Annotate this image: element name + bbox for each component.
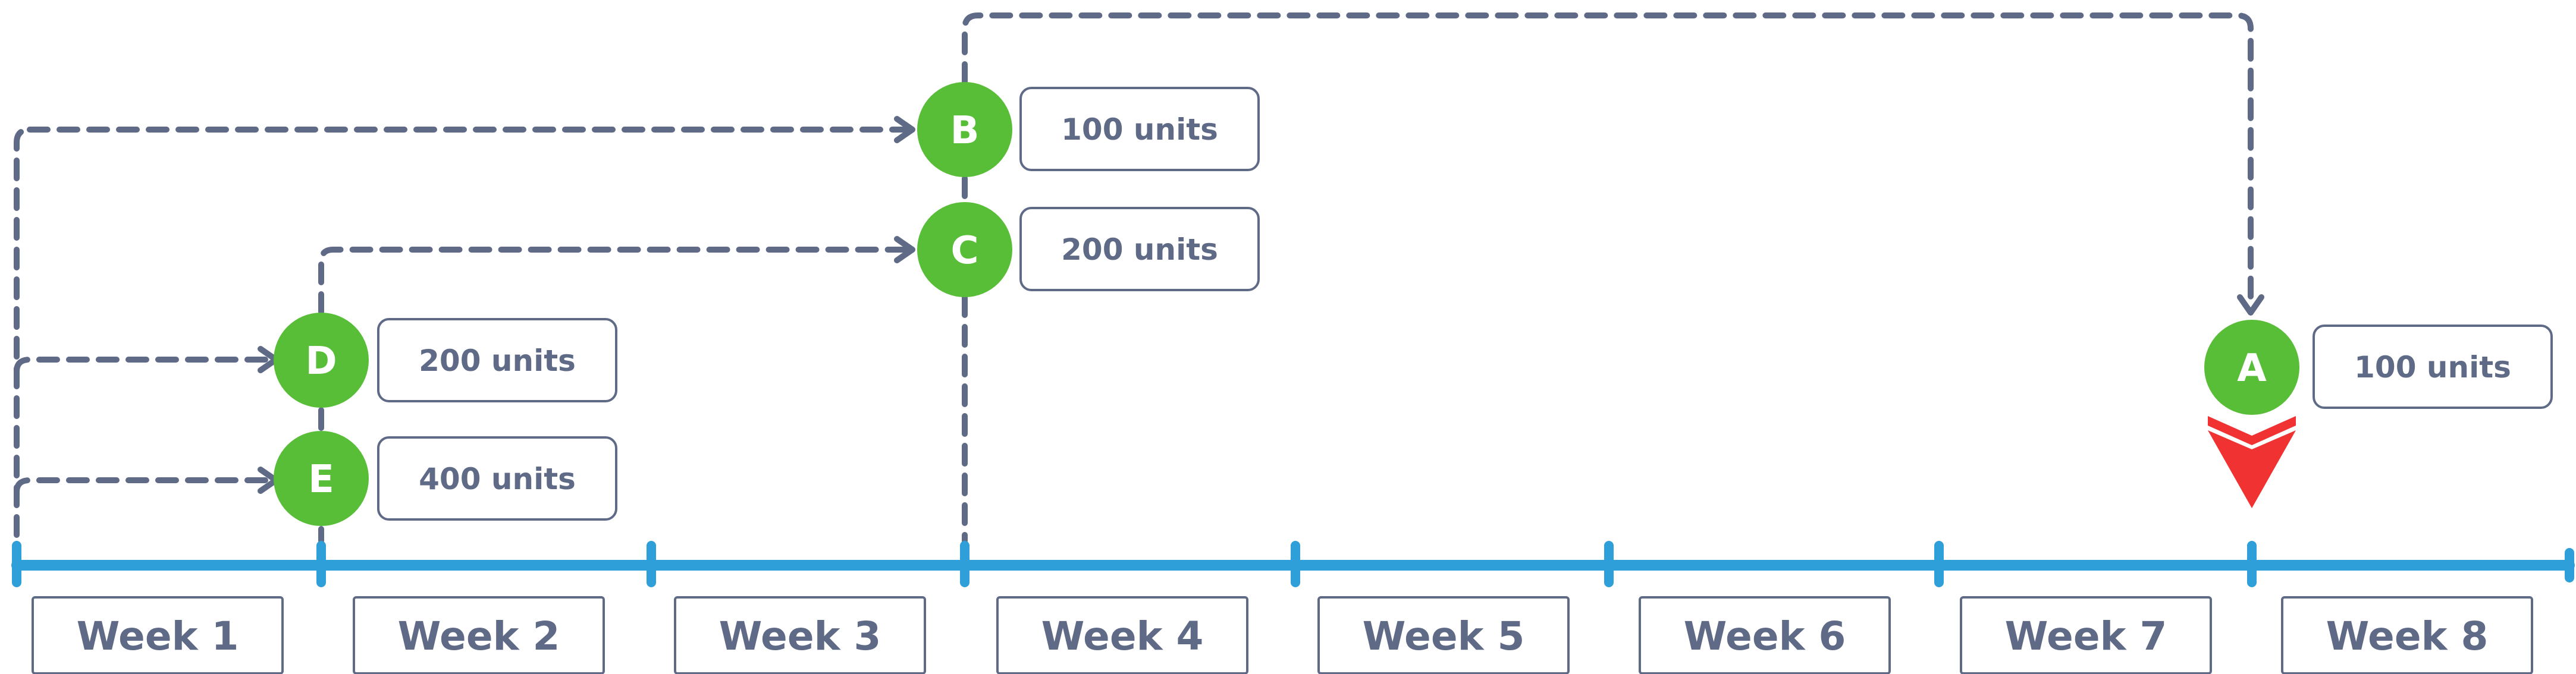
week-box-8 (2281, 596, 2533, 674)
connector-d-to-c (318, 247, 913, 315)
node-b-circle (917, 82, 1012, 177)
node-b-letter: B (950, 109, 980, 153)
week-box-7 (1960, 596, 2212, 674)
node-a-qty-label: 100 units (2354, 350, 2511, 385)
node-b: B 100 units (917, 82, 1260, 177)
due-marker-chevron-bottom (2208, 430, 2296, 508)
week-labels: Week 1 Week 2 Week 3 Week 4 Week 5 Week … (32, 596, 2533, 674)
week-box-2 (353, 596, 605, 674)
node-d-circle (274, 313, 369, 408)
week-label-3: Week 3 (719, 613, 881, 659)
timeline-axis (11, 541, 2575, 587)
node-e-qty-label: 400 units (419, 462, 576, 496)
connector-trunk-week1 (14, 127, 33, 538)
node-e-letter: E (308, 458, 334, 502)
week-box-5 (1317, 596, 1570, 674)
node-a-qty-box (2313, 325, 2553, 409)
node-b-qty-box (1019, 87, 1260, 171)
node-e: E 400 units (274, 431, 617, 526)
week-label-5: Week 5 (1363, 613, 1525, 659)
node-c-circle (917, 202, 1012, 297)
week-box-1 (32, 596, 284, 674)
node-c-qty-box (1019, 207, 1260, 291)
node-c-letter: C (951, 229, 979, 273)
node-e-qty-box (377, 436, 617, 521)
node-d-qty-label: 200 units (419, 344, 576, 378)
week-label-6: Week 6 (1684, 613, 1846, 659)
node-a-circle (2204, 320, 2299, 415)
connector-b-to-a (962, 12, 2254, 309)
connector-to-d (14, 357, 274, 374)
week-label-4: Week 4 (1041, 613, 1204, 659)
node-a-letter: A (2237, 347, 2267, 390)
connector-to-e (14, 477, 274, 495)
week-label-7: Week 7 (2005, 613, 2167, 659)
due-marker-chevron-top (2208, 416, 2296, 445)
arrowhead-a (2237, 294, 2264, 316)
week-box-6 (1639, 596, 1891, 674)
double-chevron-down-icon (2208, 416, 2296, 508)
arrowhead-c (894, 236, 915, 263)
week-box-3 (674, 596, 926, 674)
node-d-qty-box (377, 318, 617, 402)
node-e-circle (274, 431, 369, 526)
connectors (14, 12, 2264, 544)
node-d-letter: D (305, 339, 337, 383)
arrowhead-b (894, 116, 915, 143)
node-c-qty-label: 200 units (1061, 232, 1218, 267)
node-d: D 200 units (274, 313, 617, 408)
node-b-qty-label: 100 units (1061, 112, 1218, 147)
week-label-1: Week 1 (77, 613, 239, 659)
week-label-2: Week 2 (398, 613, 560, 659)
week-box-4 (996, 596, 1248, 674)
week-label-8: Week 8 (2326, 613, 2489, 659)
node-c: C 200 units (917, 202, 1260, 297)
node-a: A 100 units (2204, 320, 2553, 415)
